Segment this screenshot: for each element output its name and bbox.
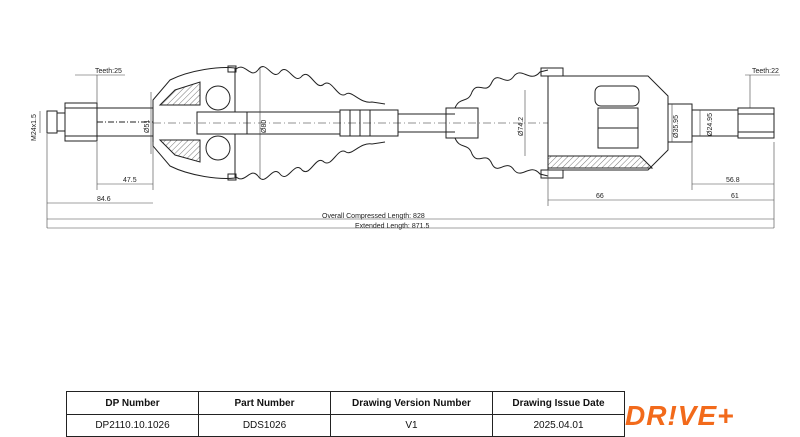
diameter-51-label: Ø51 [144,120,151,133]
extended-length: Extended Length: 871.5 [355,223,429,230]
title-block-header-row: DP Number Part Number Drawing Version Nu… [67,392,800,415]
diameter-35-label: Ø35.95 [673,115,680,138]
outer-cv-housing-right [548,76,668,170]
value-issue-date: 2025.04.01 [493,415,625,437]
title-block: DP Number Part Number Drawing Version Nu… [66,391,800,437]
dim-47-5: 47.5 [123,177,137,184]
header-drawing-version: Drawing Version Number [331,392,493,415]
dim-84-6: 84.6 [97,196,111,203]
header-issue-date: Drawing Issue Date [493,392,625,415]
dimension-lines [40,68,780,228]
thread-label: M24x1.5 [31,114,38,141]
value-part-number: DDS1026 [199,415,331,437]
diameter-74-label: Ø74.2 [518,117,525,136]
diameter-80-label: Ø80 [261,120,268,133]
logo-cell [625,392,800,437]
overall-compressed-length: Overall Compressed Length: 828 [322,213,425,220]
value-dp-number: DP2110.10.1026 [67,415,199,437]
dim-56-8: 56.8 [726,177,740,184]
header-dp-number: DP Number [67,392,199,415]
header-part-number: Part Number [199,392,331,415]
left-shaft-end [47,103,153,141]
value-drawing-version: V1 [331,415,493,437]
diameter-24-label: Ø24.95 [707,113,714,136]
right-shaft-end [668,104,774,142]
teeth-left-label: Teeth:25 [95,68,122,75]
teeth-right-label: Teeth:22 [752,68,779,75]
dim-61: 61 [731,193,739,200]
dim-66: 66 [596,193,604,200]
